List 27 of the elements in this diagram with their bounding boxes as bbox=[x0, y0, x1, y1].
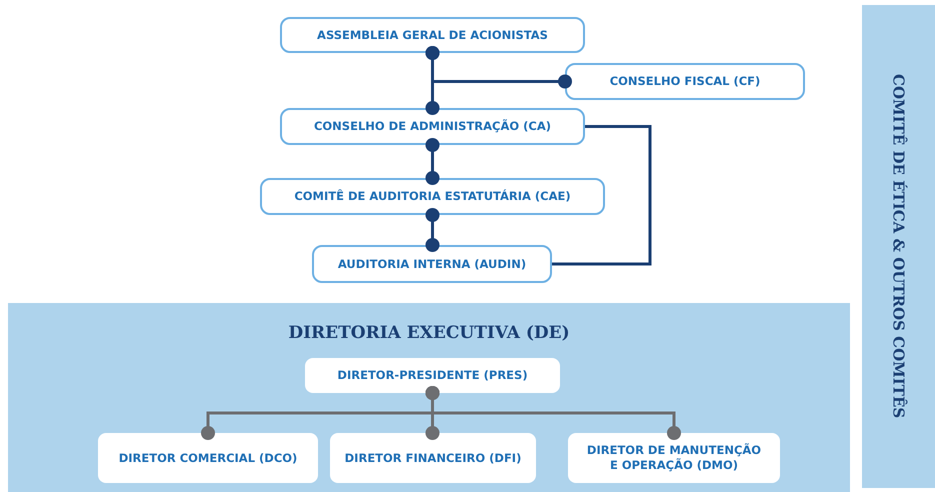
box-label: COMITÊ DE AUDITORIA ESTATUTÁRIA (CAE) bbox=[293, 189, 572, 204]
box-label: CONSELHO DE ADMINISTRAÇÃO (CA) bbox=[312, 119, 552, 134]
org-box bbox=[330, 433, 536, 483]
org-box bbox=[565, 63, 805, 100]
box-label: ASSEMBLEIA GERAL DE ACIONISTAS bbox=[316, 28, 549, 42]
org-box bbox=[280, 108, 585, 145]
section-heading: DIRETORIA EXECUTIVA (DE) bbox=[287, 323, 571, 343]
box-label: DIRETOR COMERCIAL (DCO) bbox=[118, 450, 298, 466]
connector-line bbox=[552, 125, 652, 266]
connector-line bbox=[426, 386, 681, 440]
box-label: DIRETOR DE MANUTENÇÃO E OPERAÇÃO (DMO) bbox=[586, 443, 762, 473]
section-panel bbox=[8, 303, 850, 492]
org-box bbox=[98, 433, 318, 483]
connector-line bbox=[426, 46, 572, 88]
connector-line bbox=[426, 138, 440, 185]
box-label: DIRETOR FINANCEIRO (DFI) bbox=[344, 450, 522, 466]
org-box bbox=[260, 178, 605, 215]
connector-line bbox=[426, 208, 440, 252]
side-panel bbox=[862, 5, 935, 488]
box-label: AUDITORIA INTERNA (AUDIN) bbox=[336, 256, 528, 272]
org-box bbox=[312, 245, 552, 283]
box-label: CONSELHO FISCAL (CF) bbox=[608, 74, 762, 89]
box-label: DIRETOR-PRESIDENTE (PRES) bbox=[336, 368, 529, 383]
panel-title: COMITÊ DE ÉTICA & OUTROS COMITÊS bbox=[890, 74, 908, 419]
org-box bbox=[280, 17, 585, 53]
org-box bbox=[568, 433, 780, 483]
org-box bbox=[305, 358, 560, 393]
